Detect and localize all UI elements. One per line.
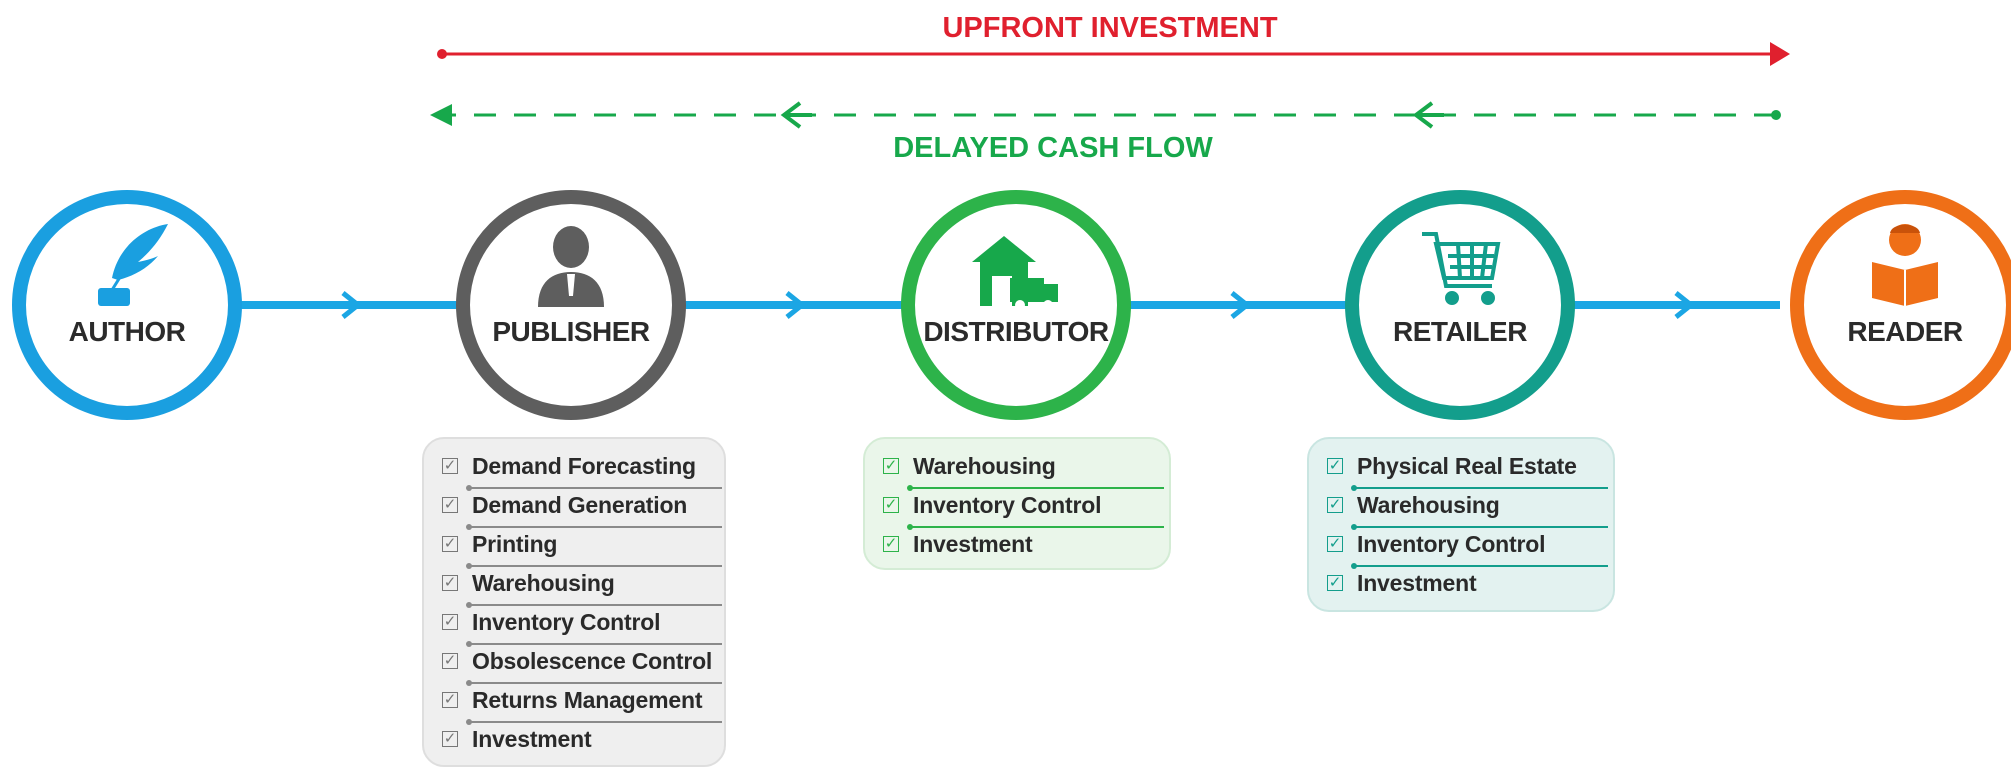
upfront-investment-arrow xyxy=(437,42,1790,66)
list-item: ✓ Investment xyxy=(883,531,1033,557)
list-item: ✓ Warehousing xyxy=(424,568,724,608)
checkbox-icon: ✓ xyxy=(883,496,899,513)
list-item: ✓ Inventory Control xyxy=(1309,529,1613,569)
businessman-icon xyxy=(538,226,604,307)
shopping-cart-icon xyxy=(1422,232,1501,305)
checkbox-icon: ✓ xyxy=(442,496,458,513)
node-label-retailer: RETAILER xyxy=(1393,316,1527,347)
checkbox-icon: ✓ xyxy=(442,574,458,591)
list-item: ✓ Inventory Control xyxy=(424,607,724,647)
checkbox-icon: ✓ xyxy=(1327,496,1343,513)
list-item: ✓ Obsolescence Control xyxy=(424,646,724,686)
upfront-investment-label: UPFRONT INVESTMENT xyxy=(942,12,1277,44)
checkbox-icon: ✓ xyxy=(442,457,458,474)
checkbox-icon: ✓ xyxy=(442,730,458,747)
list-item: ✓ Demand Forecasting xyxy=(424,451,724,491)
checkbox-icon: ✓ xyxy=(442,652,458,669)
list-item: ✓ Investment xyxy=(442,726,592,752)
checkbox-icon: ✓ xyxy=(1327,457,1343,474)
node-label-reader: READER xyxy=(1847,316,1963,347)
warehouse-truck-icon xyxy=(972,236,1058,310)
retailer-panel: ✓ Physical Real Estate ✓ Warehousing ✓ I… xyxy=(1307,437,1615,612)
list-item: ✓ Printing xyxy=(424,529,724,569)
node-distributor xyxy=(901,190,1131,420)
node-label-publisher: PUBLISHER xyxy=(492,316,650,347)
list-item: ✓ Demand Generation xyxy=(424,490,724,530)
checkbox-icon: ✓ xyxy=(442,535,458,552)
node-label-distributor: DISTRIBUTOR xyxy=(923,316,1109,347)
node-retailer xyxy=(1345,190,1575,420)
publisher-panel: ✓ Demand Forecasting ✓ Demand Generation… xyxy=(422,437,726,767)
list-item: ✓ Inventory Control xyxy=(865,490,1169,530)
checkbox-icon: ✓ xyxy=(1327,535,1343,552)
checkbox-icon: ✓ xyxy=(883,457,899,474)
node-author xyxy=(12,190,242,420)
list-item: ✓ Warehousing xyxy=(1309,490,1613,530)
node-label-author: AUTHOR xyxy=(68,316,186,347)
delayed-cash-flow-arrow xyxy=(430,101,1781,129)
delayed-cash-flow-label: DELAYED CASH FLOW xyxy=(893,132,1213,164)
checkbox-icon: ✓ xyxy=(442,691,458,708)
list-item: ✓ Returns Management xyxy=(424,685,724,725)
checkbox-icon: ✓ xyxy=(1327,574,1343,591)
node-reader xyxy=(1790,190,2011,420)
quill-ink-icon xyxy=(98,224,168,306)
list-item: ✓ Physical Real Estate xyxy=(1309,451,1613,491)
reading-person-icon xyxy=(1872,224,1938,306)
checkbox-icon: ✓ xyxy=(883,535,899,552)
distributor-panel: ✓ Warehousing ✓ Inventory Control ✓ Inve… xyxy=(863,437,1171,570)
list-item: ✓ Warehousing xyxy=(865,451,1169,491)
list-item: ✓ Investment xyxy=(1327,570,1477,596)
node-publisher xyxy=(456,190,686,420)
checkbox-icon: ✓ xyxy=(442,613,458,630)
